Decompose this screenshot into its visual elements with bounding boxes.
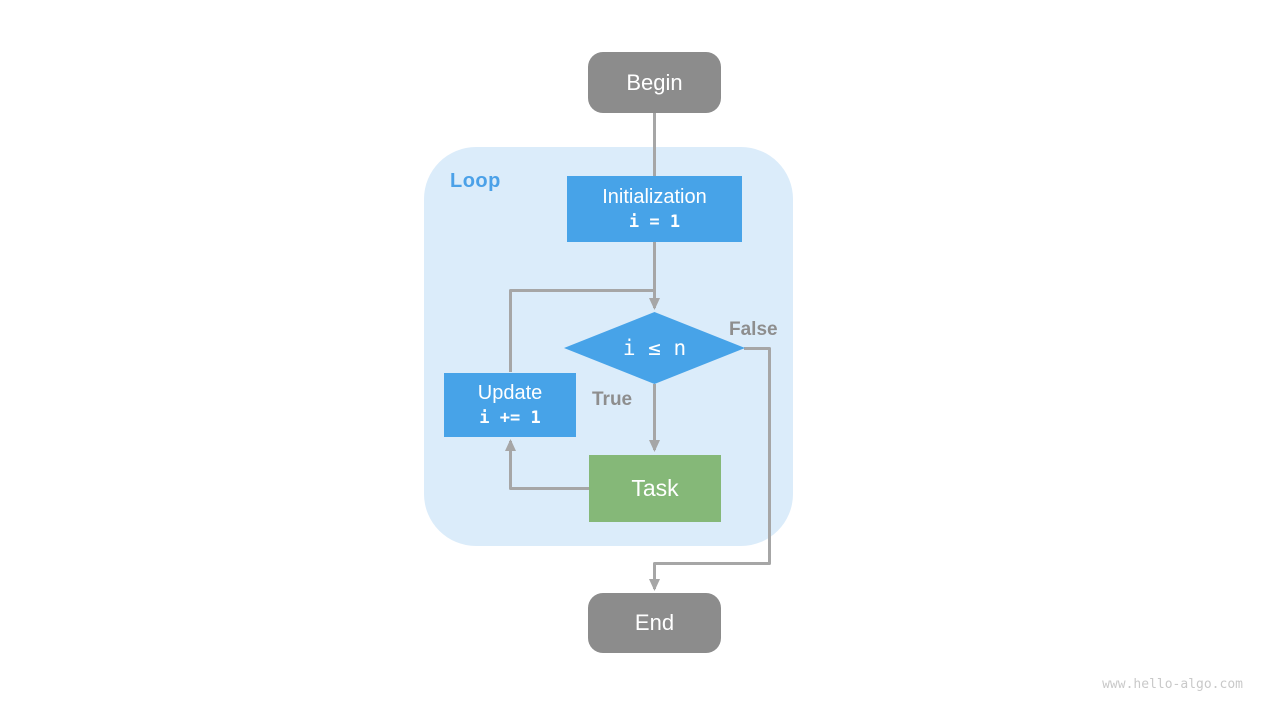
task-node: Task: [589, 455, 721, 522]
loop-region-label: Loop: [450, 170, 501, 192]
update-title: Update: [477, 382, 543, 404]
end-node: End: [588, 593, 721, 653]
update-code: i += 1: [479, 408, 541, 428]
begin-label: Begin: [626, 69, 683, 95]
false-edge-label: False: [729, 319, 778, 340]
edge-update-loopback: [509, 289, 653, 372]
condition-label: i ≤ n: [622, 336, 687, 360]
initialization-title: Initialization: [602, 186, 707, 208]
begin-node: Begin: [588, 52, 721, 113]
edge-task-to-update: [505, 439, 589, 490]
initialization-node: Initialization i = 1: [567, 176, 742, 242]
true-edge-label: True: [592, 389, 633, 410]
edge-condition-false-to-end: [649, 347, 771, 591]
end-label: End: [634, 610, 675, 635]
initialization-code: i = 1: [628, 212, 681, 232]
watermark: www.hello-algo.com: [1102, 677, 1243, 692]
task-label: Task: [631, 475, 679, 501]
update-node: Update i += 1: [444, 373, 576, 437]
